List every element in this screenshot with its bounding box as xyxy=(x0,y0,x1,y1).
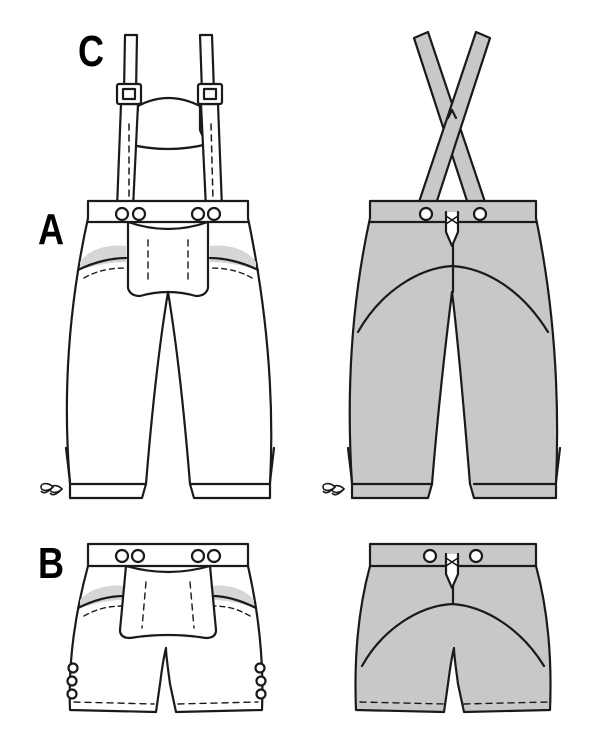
view-label-b: B xyxy=(38,539,65,588)
garment-a-front xyxy=(64,33,276,500)
garment-b-front xyxy=(66,542,267,714)
garment-a-back xyxy=(346,30,562,500)
suspender-c-front xyxy=(115,33,224,210)
garment-b-back xyxy=(354,542,552,714)
view-label-c: C xyxy=(78,27,105,76)
view-label-a: A xyxy=(38,205,65,254)
suspender-c-back xyxy=(412,30,492,212)
